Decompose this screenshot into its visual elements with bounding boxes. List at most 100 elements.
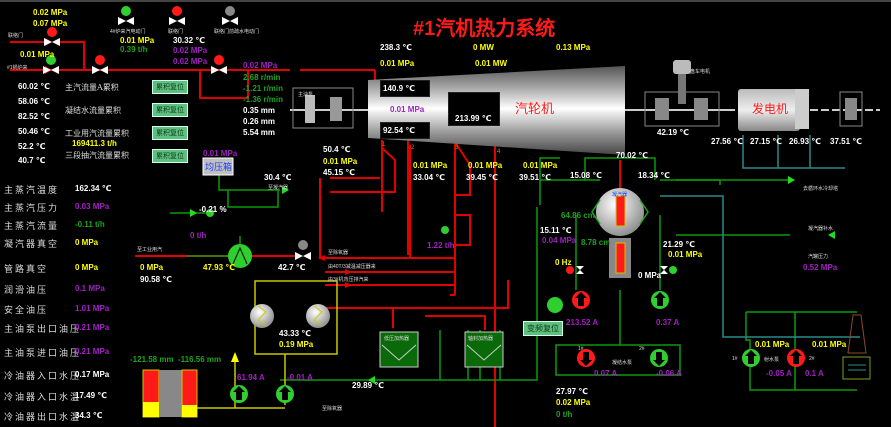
circ-water-in-temp: 15.08 ℃: [570, 171, 602, 180]
equalizer-label: 均压箱: [205, 162, 233, 172]
cond-pump-1-current: 0.07 A: [594, 369, 618, 378]
left-temp-1: 60.02 ℃: [18, 82, 50, 91]
extraction-2-temp: 33.04 ℃: [413, 173, 445, 182]
generator-temp-3: 26.93 ℃: [789, 137, 821, 146]
extraction-4-temp: 39.51 ℃: [519, 173, 551, 182]
circ-pump-1-current: 213.52 A: [566, 318, 599, 327]
hotwell-level-2: 8.78 cm: [581, 238, 611, 247]
param-label: 主蒸汽压力: [4, 203, 60, 213]
rotor-speed-1: 2.68 r/min: [243, 73, 281, 82]
gland-heater-label: 轴封加热器: [468, 336, 494, 342]
left-temp-4: 50.46 ℃: [18, 127, 50, 136]
tank-pressure: 0.52 MPa: [803, 263, 838, 272]
valve-opening-percent: -0.21 %: [199, 205, 227, 214]
generator-temp-2: 27.15 ℃: [750, 137, 782, 146]
param-value: 162.34 ℃: [75, 184, 112, 193]
industrial-steam-total: 169411.3 t/h: [72, 139, 117, 148]
param-value: 0.03 MPa: [75, 202, 110, 211]
cond-pump-label: 凝结水泵: [612, 360, 633, 366]
from-reducer-label: 由40T/3减温减压器来: [328, 264, 376, 270]
pumps: [230, 291, 805, 403]
param-label: 冷油器出口水温: [4, 412, 82, 422]
condensate-pressure: 0.02 MPa: [556, 398, 591, 407]
extraction-4-pressure: 0.01 MPa: [523, 161, 558, 170]
param-label: 冷油器入口水压: [4, 371, 82, 381]
accumulator-label-3: 工业用汽流量累积: [65, 129, 129, 138]
turbine-temp-center: 213.99 ℃: [455, 114, 492, 123]
param-value: 0.1 MPa: [75, 284, 105, 293]
exhaust-pressure: 0.13 MPa: [556, 43, 591, 52]
to-condenser-label: 至凝汽器: [268, 185, 289, 191]
param-value: 34.3 ℃: [75, 411, 103, 420]
to-deaerator-label: 至除氧器: [328, 250, 349, 256]
circ-water-out-temp: 18.34 ℃: [638, 171, 670, 180]
cond-pump-2-current: -0.06 A: [656, 369, 682, 378]
cooling-tower: [847, 314, 867, 354]
from-backpressure-label: 由3#机背压排汽来: [328, 277, 369, 283]
equalizer-box: [202, 157, 234, 176]
boiler-label: #1锅炉来: [7, 65, 28, 71]
reset-accumulator-4-button[interactable]: 累积复位: [152, 149, 188, 163]
generator-body: [738, 89, 800, 131]
main-oil-pump-label: 主油泵: [298, 92, 314, 98]
exhaust-temp: 70.02 ℃: [616, 151, 648, 160]
extraction-4-label: 4: [497, 149, 501, 155]
left-temp-3: 82.52 ℃: [18, 112, 50, 121]
left-temp-2: 58.06 ℃: [18, 97, 50, 106]
jet-pump-2-pressure: 0.01 MPa: [812, 340, 847, 349]
param-value: 0.17 MPa: [75, 370, 110, 379]
accumulator-label-4: 三段抽汽流量累积: [65, 151, 129, 160]
jet-pump-1-pressure: 0.01 MPa: [755, 340, 790, 349]
page-title: #1汽机热力系统: [413, 18, 556, 40]
param-label: 安全油压: [4, 305, 49, 315]
valve-4-pressure: 0.01 MPa: [120, 36, 155, 45]
industrial-steam-label: 至工业用汽: [137, 247, 163, 253]
to-cooling-tower-label: 去循环水冷却塔: [803, 186, 839, 192]
dc-oil-pump-current: -0.01 A: [287, 373, 313, 382]
hotwell-level-1: 64.86 cm: [561, 211, 595, 220]
valve-temp: 42.7 ℃: [278, 263, 306, 272]
reset-accumulator-2-button[interactable]: 累积复位: [152, 103, 188, 117]
condenser-pressure: 0.04 MPa: [542, 236, 577, 245]
to-deaerator-label-2: 至除氧器: [322, 406, 343, 412]
extraction-3-pressure: 0.01 MPa: [468, 161, 503, 170]
generator-label: 发电机: [752, 102, 789, 116]
reset-accumulator-3-button[interactable]: 累积复位: [152, 126, 188, 140]
reset-accumulator-1-button[interactable]: 累积复位: [152, 80, 188, 94]
tank-pressure-label: 汽罐压力: [808, 254, 829, 260]
equalizer-flow: 0 t/h: [190, 231, 207, 240]
right-pressure: 0.01 MPa: [668, 250, 703, 259]
rotor-pressure: 0.02 MPa: [243, 61, 278, 70]
lp-heater-label: 低压加热器: [384, 336, 410, 342]
right-temp: 21.29 ℃: [663, 240, 695, 249]
condenser-label: 凝汽器: [612, 192, 628, 198]
valve-5-pressure-2: 0.02 MPa: [173, 57, 208, 66]
top-pressure-1: 0.02 MPa: [33, 8, 68, 17]
heater-outlet-temp: 29.89 ℃: [352, 381, 384, 390]
vfd-reset-button[interactable]: 变频复位: [523, 321, 563, 336]
rotor-speed-2: -1.21 r/min: [243, 84, 284, 93]
valve-pressure: 0 MPa: [638, 271, 662, 280]
rotor-disp-1: 0.35 mm: [243, 106, 276, 115]
param-value: 0 MPa: [75, 238, 99, 247]
top-pressure-3: 0.01 MPa: [20, 50, 55, 59]
rotor-disp-3: 5.54 mm: [243, 128, 276, 137]
param-label: 主蒸汽温度: [4, 185, 60, 195]
makeup-water-label: 凝汽器补水: [808, 226, 834, 232]
main-oil-pump-box: [292, 87, 354, 129]
circ-pump-2-current: 0.37 A: [656, 318, 680, 327]
generator-temp-1: 27.56 ℃: [711, 137, 743, 146]
turbine-power-1: 0 MW: [473, 43, 494, 52]
turning-motor-label: 盘车电机: [690, 69, 711, 75]
cond-pump-2-label: 2#: [639, 346, 645, 352]
rotor-disp-2: 0.26 mm: [243, 117, 276, 126]
param-label: 主油泵进口油压: [4, 348, 82, 358]
valve-5-temp: 30.32 ℃: [173, 36, 205, 45]
turbine-pressure-mid: 0.01 MPa: [390, 105, 425, 114]
extraction-0-temp-2: 45.15 ℃: [323, 168, 355, 177]
rotor-speed-3: -1.36 r/min: [243, 95, 284, 104]
oil-pipes: [195, 280, 338, 409]
param-value: 0.21 MPa: [75, 323, 110, 332]
ac-oil-pump-current: 61.94 A: [237, 373, 265, 382]
param-value: -0.11 t/h: [75, 220, 105, 229]
